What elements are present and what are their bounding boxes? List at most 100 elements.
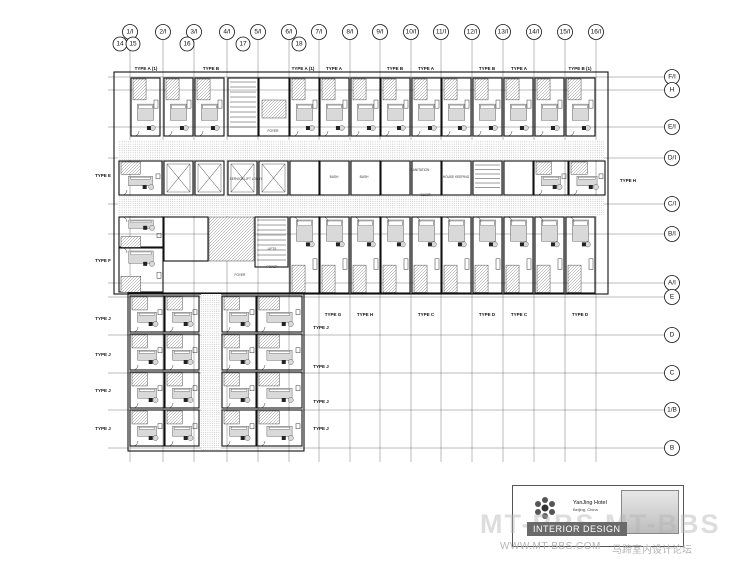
grid-bubble-label: 2/I [159,29,166,36]
lower-wing [127,292,305,452]
room-type-label: TYPE C [418,312,435,317]
grid-bubble-label: 14/I [529,29,540,36]
side-table [142,185,147,189]
room-wall [164,371,200,409]
grid-bubble-circle [155,24,171,40]
grid-bubble-label: 8/I [346,29,353,36]
grid-bubble-top-lower: 18 [291,36,307,52]
room-wall [129,333,165,371]
core-room [163,160,194,196]
guestroom [130,77,161,137]
grid-bubble-label: E [670,294,675,301]
grid-bubble-top: 9/I [372,24,388,40]
door-swing [353,216,360,223]
guestroom [472,216,503,294]
grid-bubble-top: 11/I [433,24,449,40]
pillows [231,389,247,392]
side-table [457,242,462,247]
core-wall [289,160,320,196]
closet [598,173,604,179]
room-wall [568,160,606,196]
closet [588,99,594,109]
bed [172,426,192,437]
closet [403,99,409,109]
core-room [289,160,320,196]
grid-bubble-circle [664,119,680,135]
guestroom [129,295,165,333]
room-wall [221,409,257,447]
bed [266,388,293,399]
pillows [419,220,434,226]
grid-bubble-right: D/I [664,150,680,166]
bathroom [131,372,148,387]
lift-cross [261,163,286,193]
grid-bubble-label: B/I [668,231,676,238]
door-swing [197,130,204,137]
pillows [130,220,152,223]
pillows [231,427,247,430]
grid-bubble-label: C [670,370,675,377]
guestroom [289,77,320,137]
grid-bubble-label: 9/I [376,29,383,36]
room-wall [221,295,257,333]
grid-bubble-label: 18 [295,41,303,48]
bathroom [131,296,148,311]
core-wall [380,160,411,196]
closet [403,258,409,270]
armchair [149,261,155,267]
bathroom [166,334,183,349]
grid-bubble-top: 14/I [526,24,542,40]
side-table [210,126,215,130]
room-wall [319,77,350,137]
guestroom [289,216,320,294]
room-wall [472,77,503,137]
grid-bubble-label: 10/I [406,29,417,36]
bed [172,388,192,399]
door-swing [133,130,140,137]
guestroom [194,77,225,137]
room-wall [256,333,303,371]
closet [249,423,255,429]
door-swing [506,130,513,137]
door-swing [571,189,578,196]
pillows [419,104,434,109]
room-type-label: TYPE A [418,66,435,71]
grid-bubble-label: D [670,332,675,339]
door-swing [167,364,174,371]
room-wall [221,371,257,409]
door-swing [475,216,482,223]
core-room [227,160,258,196]
closet [249,385,255,391]
hotel-name: YanJing Hotel [573,500,607,506]
service-core [118,160,606,196]
grid-bubble-right: 1/B [664,402,680,418]
closet [295,309,301,315]
armchair [149,225,155,231]
pillows [139,389,155,392]
grid-bubble-top-lower: 14 [112,36,128,52]
guestrooms-wing [129,295,303,447]
core-label: ELECT. [421,193,432,197]
door-swing [121,247,128,254]
pillows [268,427,290,430]
guestroom [221,295,257,333]
room-type-label: TYPE F [95,258,111,263]
closet [156,271,162,279]
room-type-label: TYPE B [387,66,404,71]
room-type-label: TYPE A [326,66,343,71]
bathroom [536,264,551,293]
room-type-label: TYPE B (1) [568,66,592,71]
grid-bubble-label: 3/I [190,29,197,36]
room-wall [441,216,472,294]
room-type-label: TYPE G [325,312,342,317]
armchair [187,359,194,365]
room-type-label: TYPE J [95,388,111,393]
grid-bubble-circle [291,36,307,52]
closet [249,347,255,353]
grid-bubble-circle [664,327,680,343]
pillows [449,220,464,226]
guestroom [411,216,442,294]
pillows [130,177,151,180]
room-type-label: TYPE E [95,173,111,178]
